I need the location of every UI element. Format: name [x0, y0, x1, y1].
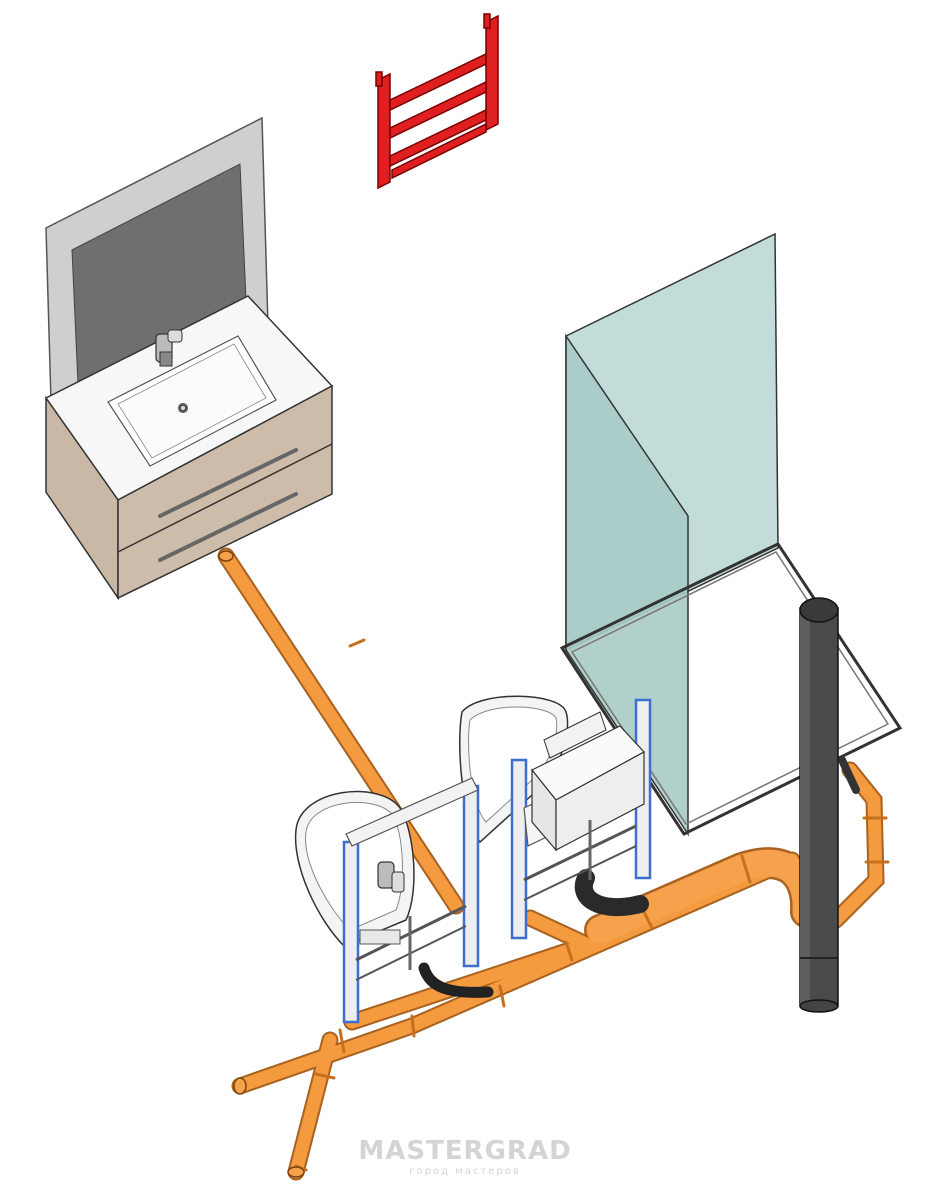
washbasin-drain-pipe	[219, 549, 463, 913]
toilet-drain-pipe	[586, 849, 820, 944]
flexible-connectors	[418, 756, 860, 998]
vent-stack	[799, 597, 839, 1013]
bidet-faucet-icon	[377, 861, 405, 893]
bidet-installation-frame	[342, 777, 480, 1024]
faucet-icon	[155, 329, 183, 367]
glass-shower-screen	[565, 232, 779, 837]
watermark-title: MASTERGRAD	[358, 1136, 572, 1166]
shower-drain-pipe	[829, 763, 883, 927]
watermark-subtitle: город мастеров	[409, 1166, 521, 1177]
vanity-cabinet-with-washbasin	[44, 295, 334, 601]
bidet-drain-pipe	[345, 943, 577, 1029]
watermark: MASTERGRAD город мастеров	[330, 1136, 600, 1178]
cistern	[531, 711, 645, 852]
branch-drain-pipe	[289, 1033, 337, 1179]
toilet-installation-frame	[510, 698, 652, 940]
heated-towel-rail	[375, 13, 499, 190]
